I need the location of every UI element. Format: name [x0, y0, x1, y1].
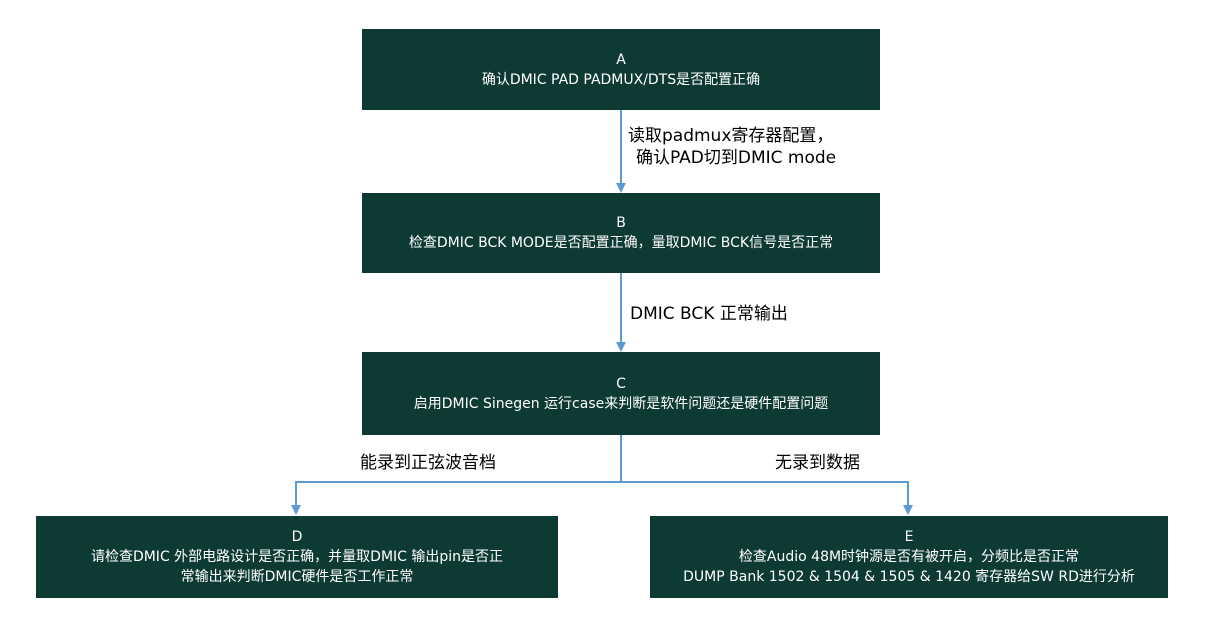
edge-label-b-c: DMIC BCK 正常输出 [630, 304, 788, 324]
edge-label-a-b-line2: 确认PAD切到DMIC mode [636, 148, 837, 168]
node-c: C 启用DMIC Sinegen 运行case来判断是软件问题还是硬件配置问题 [362, 352, 880, 435]
edge-c-d [291, 435, 622, 515]
node-b-text: 检查DMIC BCK MODE是否配置正确，量取DMIC BCK信号是否正常 [408, 235, 834, 251]
edge-c-e [621, 481, 913, 515]
node-d-text-line1: 请检查DMIC 外部电路设计是否正确，并量取DMIC 输出pin是否正 [90, 549, 504, 565]
node-c-id: C [616, 375, 626, 392]
node-d-id: D [291, 529, 303, 545]
node-b: B 检查DMIC BCK MODE是否配置正确，量取DMIC BCK信号是否正常 [362, 193, 880, 273]
edge-label-a-b: 读取padmux寄存器配置， 确认PAD切到DMIC mode [628, 125, 836, 169]
node-e: E 检查Audio 48M时钟源是否有被开启，分频比是否正常 DUMP Bank… [650, 516, 1168, 598]
node-a-text: 确认DMIC PAD PADMUX/DTS是否配置正确 [481, 71, 761, 88]
node-b-id: B [616, 215, 626, 231]
node-d-text-line2: 常输出来判断DMIC硬件是否工作正常 [180, 569, 414, 585]
node-a: A 确认DMIC PAD PADMUX/DTS是否配置正确 [362, 29, 880, 110]
node-c-text: 启用DMIC Sinegen 运行case来判断是软件问题还是硬件配置问题 [413, 395, 829, 412]
node-a-id: A [616, 51, 626, 68]
edge-label-c-d: 能录到正弦波音档 [360, 453, 496, 473]
edge-label-c-e: 无录到数据 [775, 453, 860, 473]
edge-label-a-b-line1: 读取padmux寄存器配置， [628, 126, 834, 146]
node-e-id: E [904, 529, 914, 545]
node-e-text-line2: DUMP Bank 1502 & 1504 & 1505 & 1420 寄存器给… [683, 569, 1135, 585]
node-e-text-line1: 检查Audio 48M时钟源是否有被开启，分频比是否正常 [738, 549, 1080, 565]
node-d: D 请检查DMIC 外部电路设计是否正确，并量取DMIC 输出pin是否正 常输… [36, 516, 558, 598]
